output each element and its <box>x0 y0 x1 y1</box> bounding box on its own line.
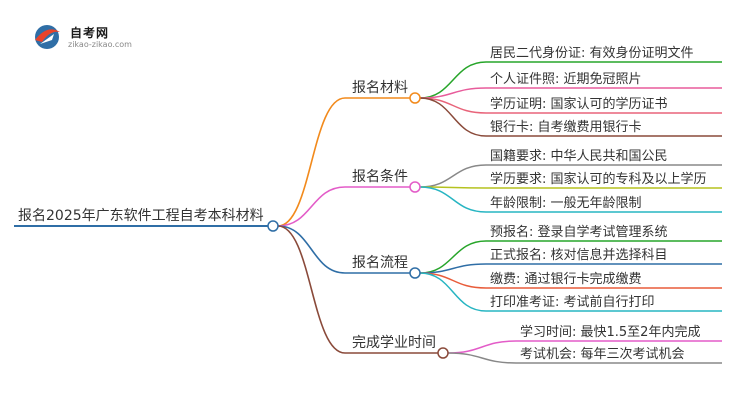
branch-label: 报名材料 <box>352 80 408 96</box>
leaf-edge <box>419 97 487 137</box>
leaf-label: 年龄限制: 一般无年龄限制 <box>490 195 642 211</box>
branch-edge <box>277 225 346 274</box>
nodes <box>267 92 449 359</box>
branch-label: 报名流程 <box>352 255 408 271</box>
leaf-edge <box>419 97 487 114</box>
edges <box>14 61 722 364</box>
branch-edge <box>277 97 346 227</box>
branch-edge <box>277 225 346 354</box>
labels: 报名2025年广东软件工程自考本科材料 报名材料 居民二代身份证: 有效身份证明文件… <box>18 45 707 362</box>
root-node <box>267 220 279 232</box>
leaf-label: 考试机会: 每年三次考试机会 <box>520 346 685 362</box>
branch-label: 完成学业时间 <box>352 335 436 351</box>
logo: 自考网 zikao-zikao.com <box>30 20 150 54</box>
leaf-edge <box>419 272 487 289</box>
logo-icon <box>35 25 60 49</box>
leaf-label: 学历要求: 国家认可的专科及以上学历 <box>490 171 707 187</box>
logo-subtitle: zikao-zikao.com <box>68 40 132 49</box>
leaf-label: 国籍要求: 中华人民共和国公民 <box>490 148 668 164</box>
branch-node <box>409 92 421 104</box>
leaf-label: 居民二代身份证: 有效身份证明文件 <box>490 45 694 61</box>
logo-title: 自考网 <box>70 26 110 40</box>
leaf-edge <box>419 186 487 213</box>
branch-edge <box>277 186 346 227</box>
branch-node <box>409 181 421 193</box>
leaf-label: 正式报名: 核对信息并选择科目 <box>490 247 668 263</box>
leaf-label: 学习时间: 最快1.5至2年内完成 <box>520 324 700 340</box>
branch-node <box>409 267 421 279</box>
leaf-label: 预报名: 登录自学考试管理系统 <box>490 224 668 240</box>
leaf-label: 个人证件照: 近期免冠照片 <box>490 72 642 87</box>
leaf-edge <box>419 272 487 312</box>
branch-label: 报名条件 <box>352 168 408 185</box>
branch-node <box>437 347 449 359</box>
leaf-label: 打印准考证: 考试前自行打印 <box>490 294 655 310</box>
leaf-label: 银行卡: 自考缴费用银行卡 <box>490 120 642 135</box>
leaf-label: 缴费: 通过银行卡完成缴费 <box>490 272 642 287</box>
leaf-edge <box>447 340 517 354</box>
root-label: 报名2025年广东软件工程自考本科材料 <box>18 208 264 224</box>
leaf-edge <box>419 164 487 188</box>
leaf-edge <box>447 352 517 364</box>
leaf-label: 学历证明: 国家认可的学历证书 <box>490 96 668 112</box>
leaf-edge <box>419 61 487 99</box>
